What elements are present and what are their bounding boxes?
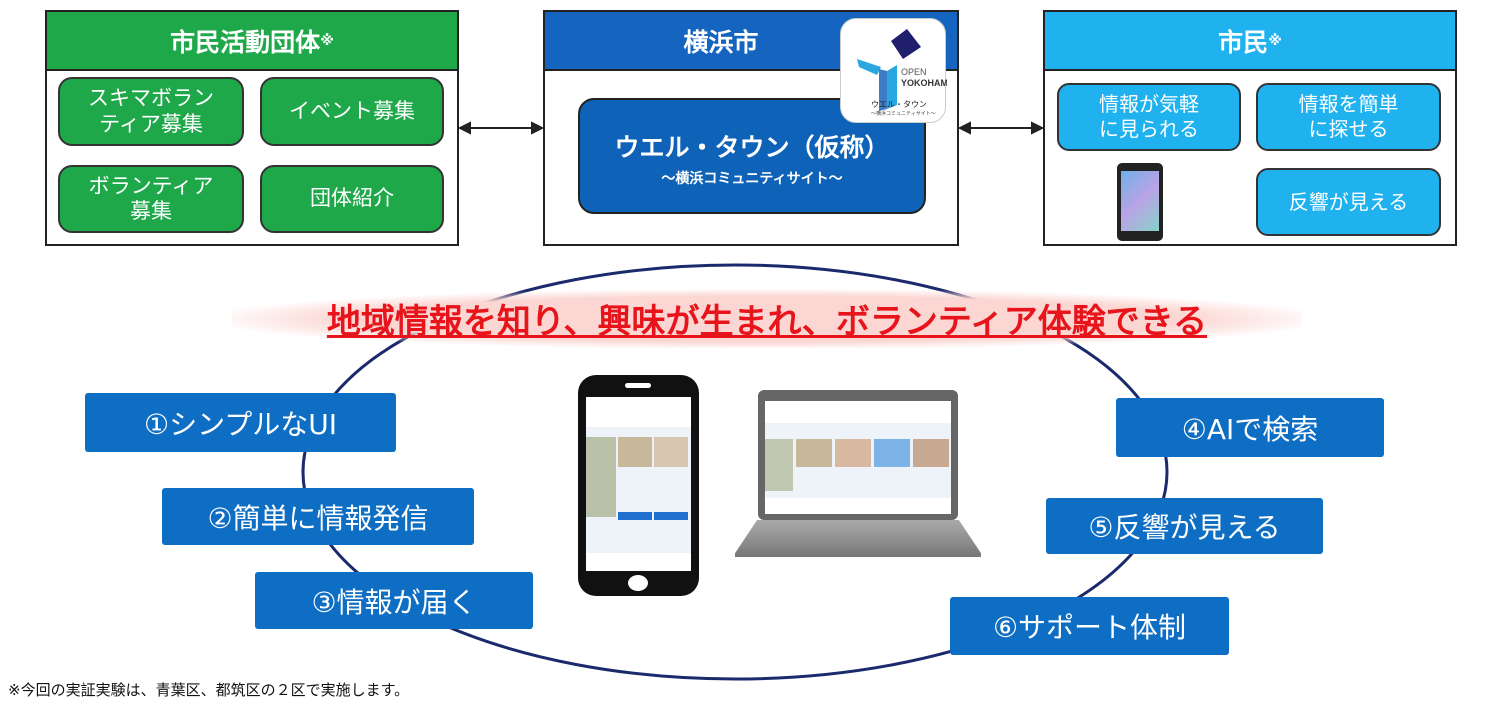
panel-title: 市民活動団体 [170, 27, 321, 57]
citizen-groups-header: 市民活動団体※ [47, 12, 457, 71]
group-item: イベント募集 [260, 77, 444, 146]
citizens-header: 市民※ [1045, 12, 1455, 71]
feature-easy-posting: ②簡単に情報発信 [162, 488, 474, 545]
laptop-mockup [758, 390, 958, 520]
feature-simple-ui: ①シンプルなUI [85, 393, 396, 452]
citizen-benefit: 情報を簡単に探せる [1256, 83, 1441, 151]
site-subtitle: ～横浜コミュニティサイト～ [661, 171, 843, 187]
footnote: ※今回の実証実験は、青葉区、都筑区の２区で実施します。 [8, 681, 410, 699]
group-item: ボランティア募集 [58, 165, 244, 233]
group-item: スキマボランティア募集 [58, 77, 244, 146]
svg-text:〜横浜コミュニティサイト〜: 〜横浜コミュニティサイト〜 [871, 110, 936, 117]
headline: 地域情報を知り、興味が生まれ、ボランティア体験できる [326, 302, 1208, 342]
logo-open: OPEN [901, 67, 927, 77]
panel-title: 市民 [1218, 27, 1269, 57]
svg-text:ウエル・タウン: ウエル・タウン [871, 100, 927, 109]
smartphone-icon [1117, 163, 1163, 241]
phone-mockup [578, 375, 699, 596]
headline-glow [232, 290, 1302, 348]
feature-ai-search: ④AIで検索 [1116, 398, 1384, 457]
feature-support: ⑥サポート体制 [950, 597, 1229, 655]
site-name: ウエル・タウン（仮称） [614, 133, 890, 162]
feature-info-delivery: ③情報が届く [255, 572, 533, 629]
citizen-benefit: 反響が見える [1256, 168, 1441, 236]
arrow-left [457, 121, 545, 135]
citizen-benefit: 情報が気軽に見られる [1057, 83, 1241, 151]
note-mark: ※ [1268, 32, 1282, 49]
logo-yokohama: YOKOHAMA [901, 78, 947, 88]
open-yokohama-logo: OPEN YOKOHAMA ウエル・タウン 〜横浜コミュニティサイト〜 [840, 18, 955, 123]
laptop-keyboard [735, 520, 981, 557]
note-mark: ※ [320, 32, 334, 49]
feature-feedback: ⑤反響が見える [1046, 498, 1323, 554]
arrow-right [957, 121, 1045, 135]
group-item: 団体紹介 [260, 165, 444, 233]
